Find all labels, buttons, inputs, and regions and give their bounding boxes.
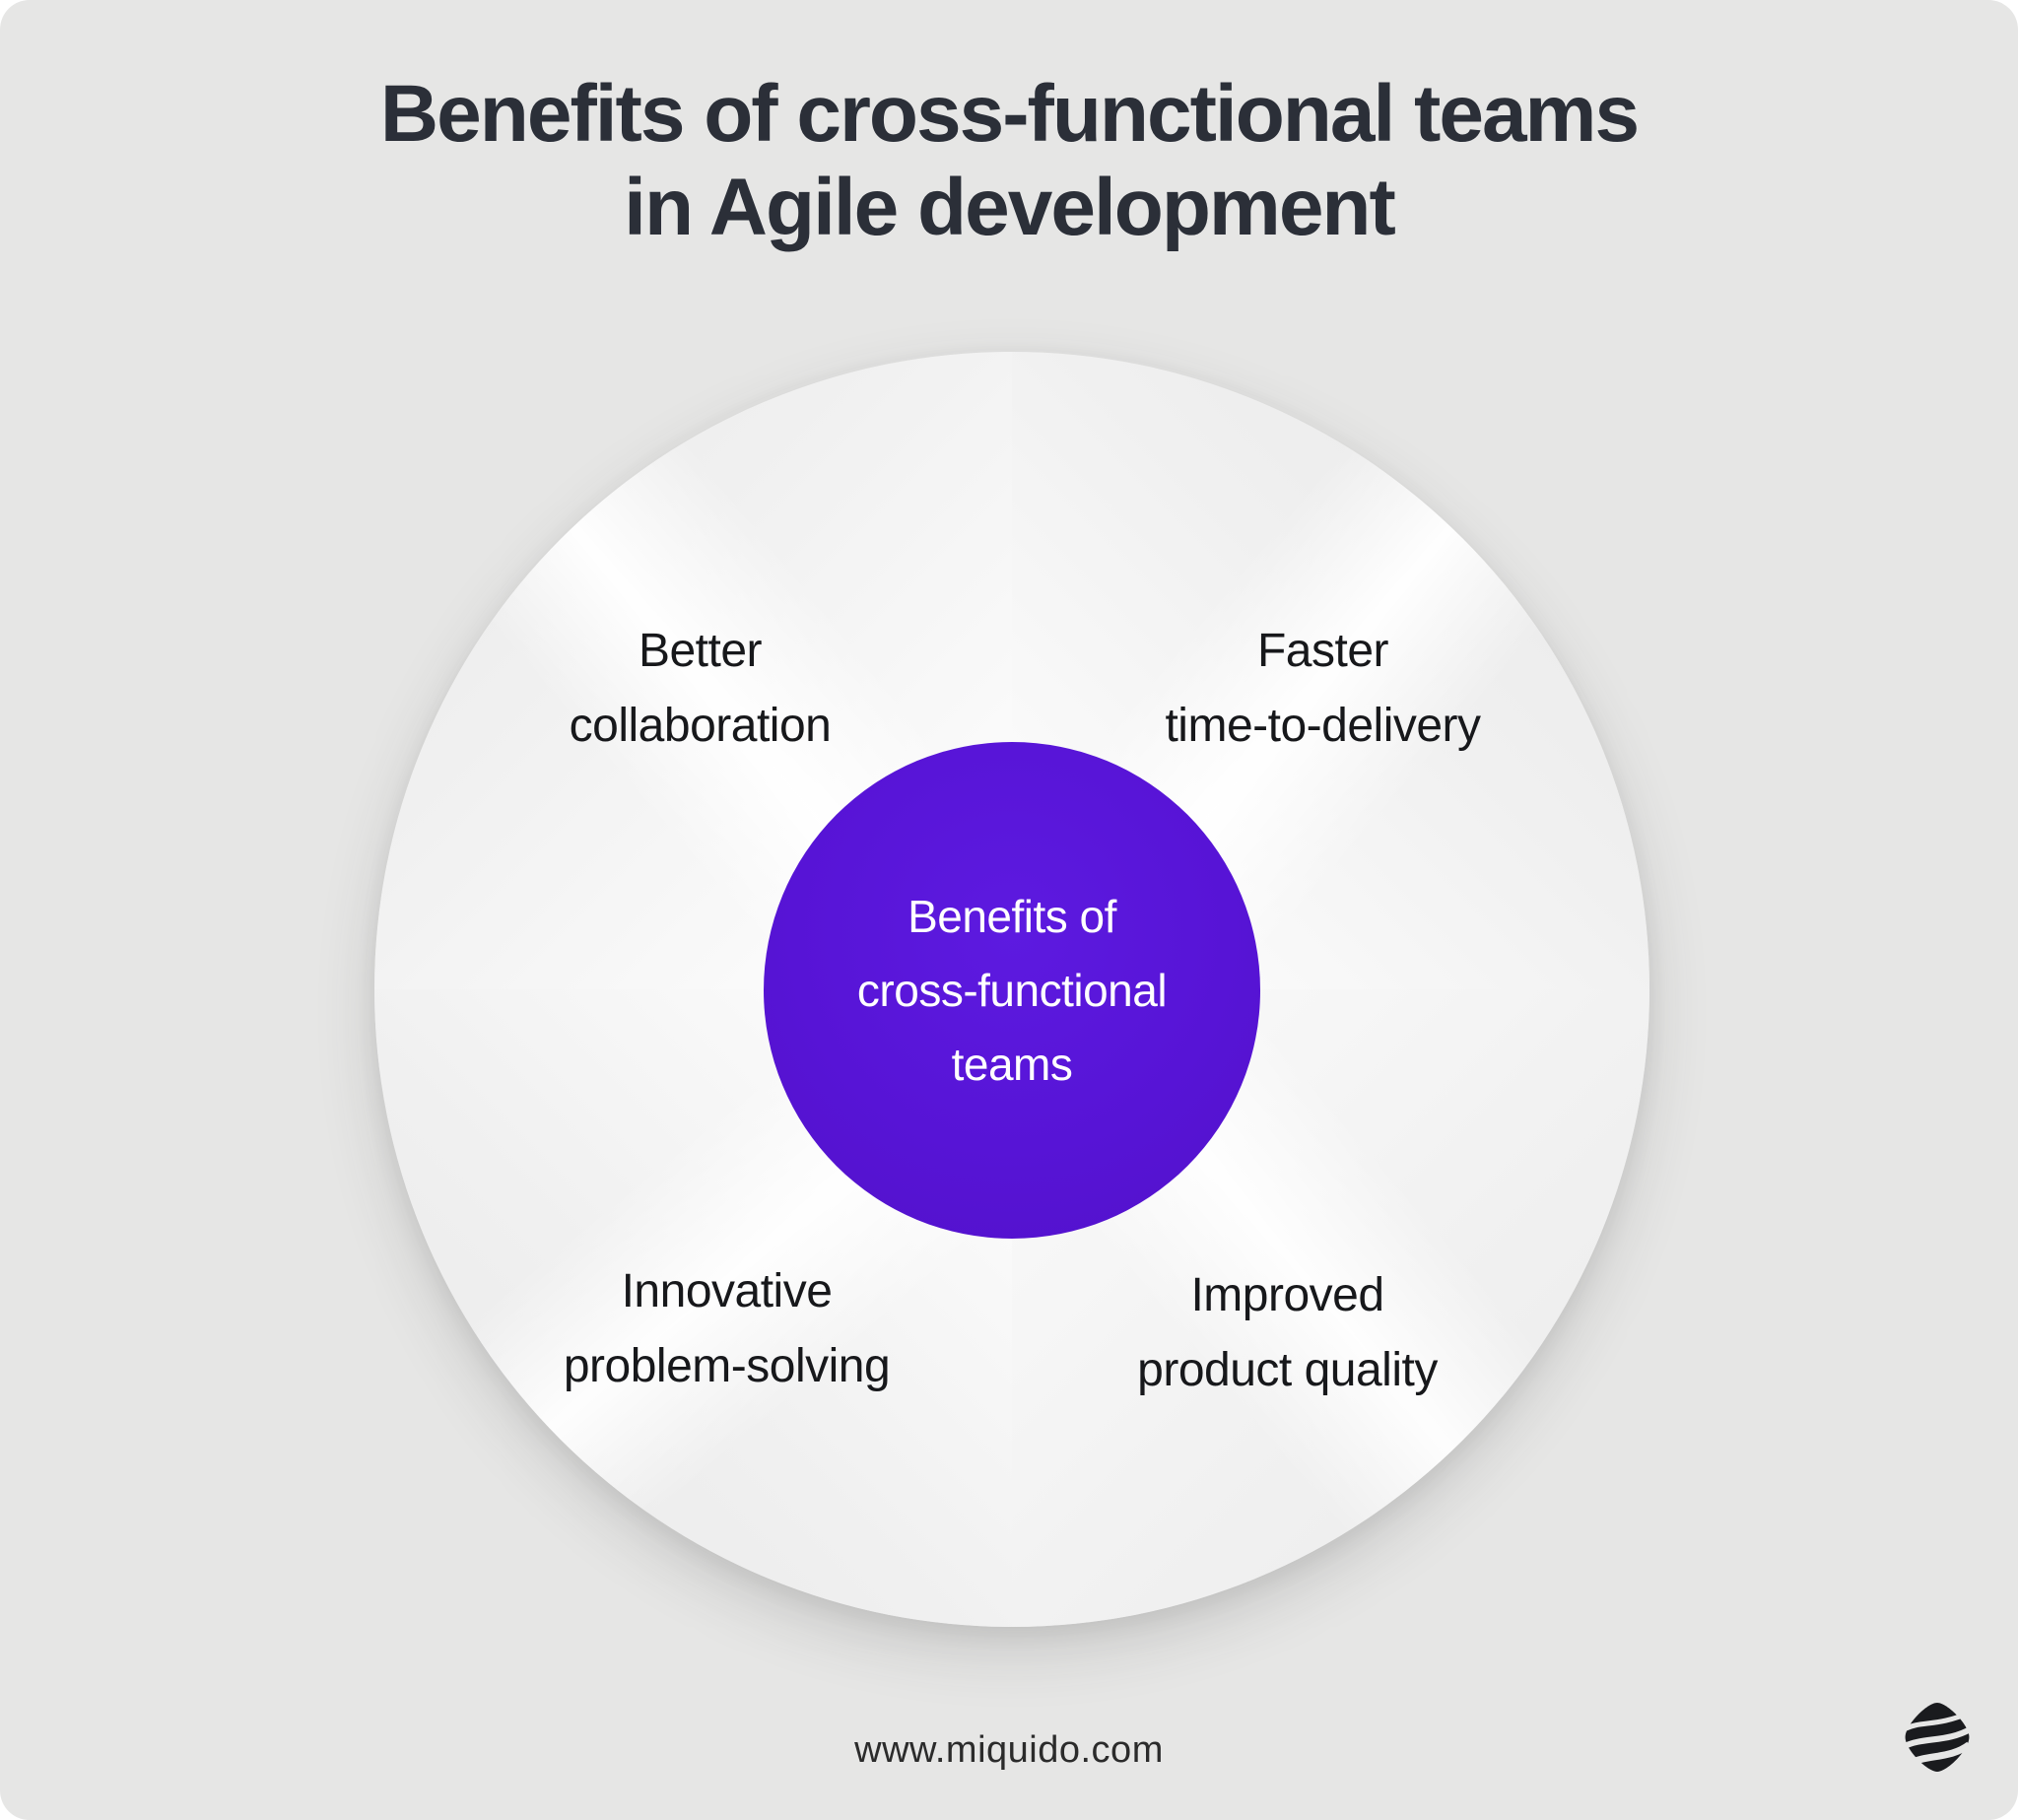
quadrant-label-line: time-to-delivery: [1165, 699, 1481, 752]
quadrant-label-better-collaboration: Better collaboration: [570, 614, 832, 764]
page-title-line-1: Benefits of cross-functional teams: [379, 69, 1640, 159]
quadrant-label-line: product quality: [1137, 1343, 1438, 1396]
website-url: www.miquido.com: [854, 1729, 1164, 1771]
quadrant-label-faster-time-to-delivery: Faster time-to-delivery: [1165, 614, 1481, 764]
quadrant-label-line: collaboration: [569, 699, 832, 752]
quadrant-label-line: Better: [638, 624, 763, 677]
miquido-logo-icon: [1903, 1701, 1972, 1774]
center-circle-line: Benefits of: [908, 890, 1116, 942]
center-circle: Benefits of cross-functional teams: [764, 742, 1260, 1239]
quadrant-better-collaboration: Better collaboration: [374, 352, 1012, 989]
center-circle-label: Benefits of cross-functional teams: [856, 880, 1168, 1102]
quadrant-label-innovative-problem-solving: Innovative problem-solving: [563, 1254, 891, 1404]
page-title-line-2: in Agile development: [624, 163, 1396, 252]
center-circle-line: teams: [951, 1038, 1073, 1090]
quadrant-label-improved-product-quality: Improved product quality: [1137, 1258, 1438, 1408]
center-circle-line: cross-functional: [856, 964, 1168, 1016]
page-title: Benefits of cross-functional teams in Ag…: [0, 67, 2018, 254]
quadrant-label-line: Faster: [1256, 624, 1389, 677]
quadrant-label-line: problem-solving: [563, 1339, 891, 1392]
quadrant-label-line: Improved: [1190, 1268, 1384, 1321]
quadrant-label-line: Innovative: [621, 1264, 833, 1317]
